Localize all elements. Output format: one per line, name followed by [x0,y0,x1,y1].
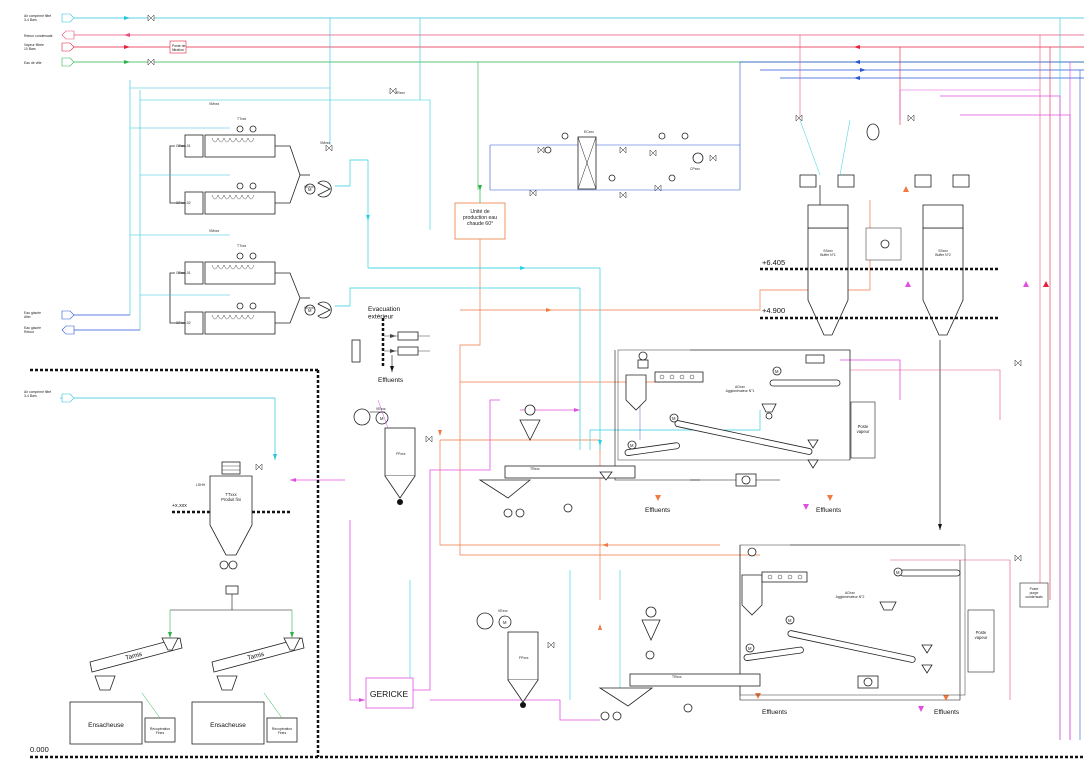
buffer-silo-1 [799,119,855,336]
agglomerator-1 [617,349,876,487]
label-vrxxx: VRxxx [395,91,405,95]
motor-markers: M M M M M M M M M M [308,187,900,651]
motor-m-5: M [630,443,634,448]
condensate-flag [61,30,75,40]
label-vexxx-1: VExxx [304,185,314,189]
hot-water-unit [454,202,506,240]
motor-m-10: M [896,570,900,575]
motor-m-4: M [503,620,507,625]
label-ecxxx: ECxxx [584,130,594,134]
effluents-label-4: Effluents [762,709,788,716]
motor-m-6: M [672,416,676,421]
steam-filter-box [169,40,187,54]
tamis-label-1: Tamis [125,651,144,662]
label-pcxxx: CPxxx [690,167,700,171]
motor-m-3: M [380,416,384,421]
effluents-label-2: Effluents [645,507,671,514]
tr-label-2: TRxxx [672,675,682,679]
chilled-water-left [61,80,141,335]
ve-label-4: VExxx [498,609,508,613]
agglomerator-2 [739,544,1049,696]
label-gf02-b: GFxxx-02 [176,321,191,325]
fp1-label: FPxxx [396,452,406,456]
floor-levels [30,267,1084,759]
label-tt-2: TTxxx [237,244,247,248]
filter-fp-1 [353,399,416,505]
fan-motor-2 [304,304,316,316]
packaging-area [60,393,305,745]
level-4900: +4.900 [762,306,785,315]
tamis-label-2: Tamis [247,651,266,662]
label-gf01-a: GFxxx-01 [176,144,191,148]
utility-lines [61,13,1084,740]
city-water-flag [61,57,75,67]
label-city-water: Eau de ville [24,61,42,65]
label-vmxxx-3: VMxxx [320,141,330,145]
screw-conveyor-2 [598,606,761,721]
label-tt-1: TTxxx [237,117,247,121]
lsh-label: LSHH [196,483,206,487]
process-lines [290,89,1071,740]
motor-m-8: M [748,646,752,651]
effluents-label-3: Effluents [816,507,842,514]
buffer-silo-2 [865,123,970,336]
effluents-label-1: Effluents [378,377,404,384]
steam-flag [61,42,75,52]
label-condensate-return: Retour condensats [24,34,53,38]
label-gf01-b: GFxxx-01 [176,271,191,275]
level-6405: +6.405 [762,258,785,267]
tr-label-1: TRxxx [530,467,540,471]
level-xxxx: +x.xxx [172,503,187,509]
heat-exchanger-block [489,132,740,191]
motor-m-7: M [775,369,779,374]
motor-m-9: M [788,618,792,623]
ensacheuse-label-2: Ensacheuse [210,722,246,729]
exhaust-section [351,331,430,372]
ensacheuse-label-1: Ensacheuse [88,722,124,729]
level-0000: 0.000 [30,745,49,754]
ve-label-3: VExxx [376,407,386,411]
gericke-label: GERICKE [370,689,409,699]
label-vmxxx-2: VMxxx [209,229,219,233]
fan-motor-1 [304,183,316,195]
label-gf02-a: GFxxx-02 [176,201,191,205]
screw-conveyor-1 [478,404,636,518]
label-vmxxx-1: VMxxx [209,102,219,106]
arrow-markers [655,186,1049,712]
air-handling-units [130,87,420,335]
fp2-label: FPxxx [519,656,529,660]
filter-fp-2 [476,612,539,708]
effluents-label-5: Effluents [934,709,960,716]
motor-m-2: M [308,308,312,313]
label-vexxx-2: VExxx [304,306,314,310]
gericke-unit [365,677,414,709]
motor-m-1: M [308,187,312,192]
compressed-air-flag [61,13,75,23]
valve-symbols [147,14,1022,649]
